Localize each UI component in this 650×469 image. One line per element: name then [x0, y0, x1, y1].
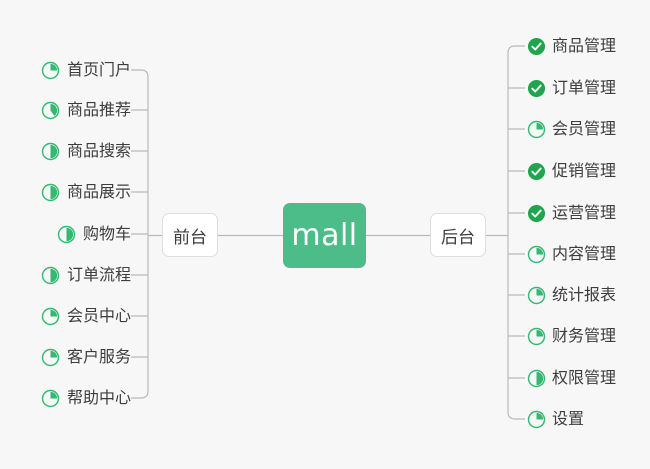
branch-node-front-label: 前台	[173, 227, 207, 248]
branch-node-front[interactable]: 前台	[162, 213, 218, 257]
leaf-node-left-2[interactable]: 商品搜索	[41, 138, 131, 164]
branch-node-back[interactable]: 后台	[430, 213, 486, 257]
leaf-node-right-2[interactable]: 会员管理	[527, 116, 616, 142]
leaf-node-label: 统计报表	[552, 285, 617, 304]
pie-progress-icon	[527, 120, 546, 138]
leaf-node-label: 订单管理	[552, 78, 617, 97]
leaf-node-left-4[interactable]: 购物车	[57, 221, 131, 247]
leaf-node-right-1[interactable]: 订单管理	[527, 75, 616, 101]
leaf-node-right-0[interactable]: 商品管理	[527, 33, 616, 59]
root-node-label: mall	[291, 218, 358, 253]
leaf-node-left-6[interactable]: 会员中心	[41, 303, 131, 329]
leaf-node-left-1[interactable]: 商品推荐	[41, 97, 131, 123]
leaf-node-label: 商品展示	[66, 182, 131, 201]
leaf-node-label: 财务管理	[552, 326, 617, 345]
leaf-node-left-3[interactable]: 商品展示	[41, 179, 131, 205]
leaf-node-label: 会员中心	[66, 306, 131, 325]
pie-progress-icon	[527, 369, 546, 387]
leaf-node-label: 会员管理	[552, 119, 617, 138]
pie-progress-icon	[527, 327, 546, 345]
leaf-node-right-8[interactable]: 权限管理	[527, 365, 616, 391]
leaf-node-label: 促销管理	[552, 161, 617, 180]
leaf-node-label: 商品管理	[552, 36, 617, 55]
leaf-node-left-7[interactable]: 客户服务	[41, 344, 131, 370]
pie-progress-icon	[41, 307, 60, 325]
pie-progress-icon	[41, 389, 60, 407]
leaf-node-left-8[interactable]: 帮助中心	[41, 385, 131, 411]
check-circle-icon	[527, 204, 546, 222]
root-node-mall[interactable]: mall	[283, 203, 366, 268]
leaf-node-label: 内容管理	[552, 244, 617, 263]
leaf-node-label: 首页门户	[66, 60, 131, 79]
leaf-node-label: 设置	[552, 409, 585, 428]
leaf-node-label: 帮助中心	[66, 388, 131, 407]
pie-progress-icon	[41, 61, 60, 79]
leaf-node-left-5[interactable]: 订单流程	[41, 262, 131, 288]
check-circle-icon	[527, 37, 546, 55]
leaf-node-right-6[interactable]: 统计报表	[527, 282, 616, 308]
pie-progress-icon	[41, 101, 60, 119]
pie-progress-icon	[527, 245, 546, 263]
leaf-node-right-7[interactable]: 财务管理	[527, 323, 616, 349]
branch-node-back-label: 后台	[441, 227, 475, 248]
pie-progress-icon	[41, 266, 60, 284]
leaf-node-right-3[interactable]: 促销管理	[527, 158, 616, 184]
leaf-node-right-5[interactable]: 内容管理	[527, 241, 616, 267]
pie-progress-icon	[41, 142, 60, 160]
pie-progress-icon	[527, 286, 546, 304]
leaf-node-left-0[interactable]: 首页门户	[41, 57, 131, 83]
leaf-node-label: 权限管理	[552, 368, 617, 387]
wire-right-stub-0	[507, 45, 525, 54]
wire-right-stub-9	[507, 411, 525, 420]
leaf-node-right-4[interactable]: 运营管理	[527, 200, 616, 226]
pie-progress-icon	[41, 348, 60, 366]
check-circle-icon	[527, 162, 546, 180]
pie-progress-icon	[527, 410, 546, 428]
leaf-node-label: 运营管理	[552, 203, 617, 222]
leaf-node-label: 购物车	[82, 224, 131, 243]
wire-left-stub-0	[131, 69, 149, 78]
pie-progress-icon	[57, 225, 76, 243]
leaf-node-label: 商品搜索	[66, 141, 131, 160]
leaf-node-label: 客户服务	[66, 347, 131, 366]
leaf-node-label: 订单流程	[66, 265, 131, 284]
wire-left-stub-8	[131, 390, 149, 399]
check-circle-icon	[527, 79, 546, 97]
leaf-node-right-9[interactable]: 设置	[527, 406, 584, 432]
leaf-node-label: 商品推荐	[66, 100, 131, 119]
pie-progress-icon	[41, 183, 60, 201]
